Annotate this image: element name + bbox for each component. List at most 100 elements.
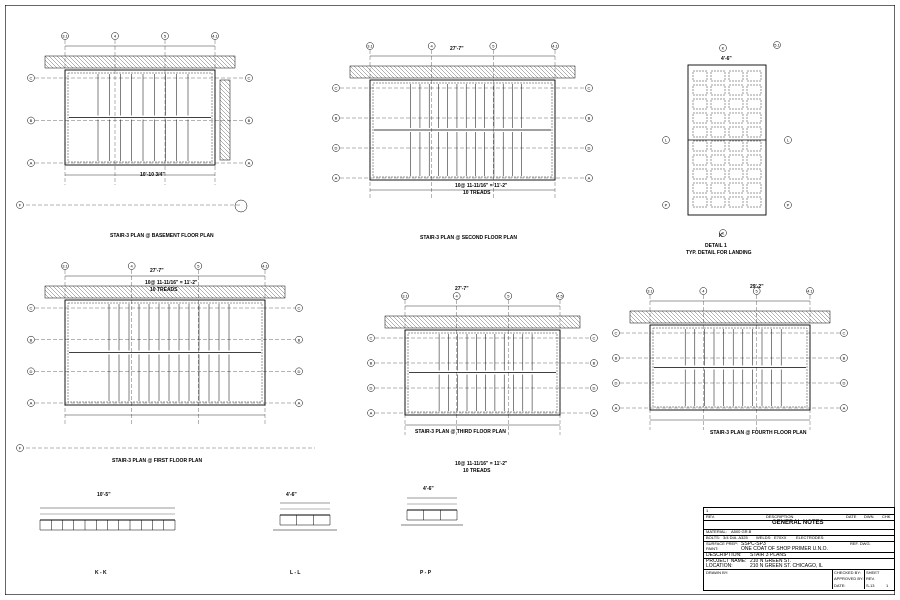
grid-bubble xyxy=(662,201,670,209)
hatch-line xyxy=(432,315,446,329)
hatch-line xyxy=(148,285,162,299)
hatch-line xyxy=(769,310,783,324)
hatch-line xyxy=(509,65,523,79)
section-dim-k: 10'-5" xyxy=(97,492,111,498)
hatch-line xyxy=(64,55,78,69)
hatch-line xyxy=(148,55,162,69)
hatch-line xyxy=(548,315,562,329)
hatch-line xyxy=(537,65,551,79)
bolts-label: BOLTS: xyxy=(706,535,720,540)
hatch-line xyxy=(152,285,166,299)
hatch-line xyxy=(689,310,703,324)
hatch-line xyxy=(168,285,182,299)
hatch-line xyxy=(220,55,234,69)
hatch-line xyxy=(204,285,218,299)
section-dim-p: 4'-6" xyxy=(423,486,434,492)
hatch-line xyxy=(729,310,743,324)
hatch-line xyxy=(52,285,66,299)
grid-bubble xyxy=(585,174,593,182)
grid-bubble xyxy=(261,262,269,270)
hatch-line xyxy=(219,103,231,115)
plan-title-basement: STAIR-3 PLAN @ BASEMENT FLOOR PLAN xyxy=(110,233,214,239)
grid-bubble xyxy=(111,32,119,40)
grid-label: C xyxy=(248,76,251,81)
hatch-line xyxy=(228,55,236,63)
grid-label: B xyxy=(298,337,301,342)
grid-bubble xyxy=(245,74,253,82)
hatch-line xyxy=(629,310,643,324)
landing-cell xyxy=(728,84,744,96)
checked-by-label: CHECKED BY: xyxy=(834,570,861,575)
hatch-line xyxy=(408,315,422,329)
hatch-line xyxy=(485,65,499,79)
hatch-line xyxy=(805,310,819,324)
overall-dim-first: 27'-7" xyxy=(150,268,164,274)
landing-cell xyxy=(710,112,726,124)
hatch-line xyxy=(140,285,154,299)
grid-label: F xyxy=(19,446,22,451)
grid-label: 3.1 xyxy=(402,294,408,299)
grid-bubble xyxy=(590,359,598,367)
hatch-line xyxy=(396,315,410,329)
grid-bubble xyxy=(646,287,654,295)
grid-bubble xyxy=(752,287,761,295)
hatch-line xyxy=(737,310,751,324)
grid-label: C xyxy=(370,336,373,341)
hatch-line xyxy=(164,285,178,299)
header-description: DESCRIPTION xyxy=(766,514,794,519)
hatch-line xyxy=(817,310,831,324)
hatch-line xyxy=(428,315,442,329)
hatch-line xyxy=(473,65,487,79)
hatch-line xyxy=(456,315,470,329)
hatch-line xyxy=(701,310,715,324)
dim-basement: 10'-10 3/4" xyxy=(140,172,165,178)
hatch-line xyxy=(56,285,70,299)
hatch-line xyxy=(373,65,387,79)
hatch-line xyxy=(172,55,186,69)
hatch-line xyxy=(404,315,418,329)
hatch-line xyxy=(192,285,206,299)
hatch-line xyxy=(160,285,174,299)
hatch-line xyxy=(219,87,231,99)
hatch-line xyxy=(725,310,739,324)
hatch-line xyxy=(48,285,62,299)
grid-label: K xyxy=(722,231,725,236)
grid-label: 4 xyxy=(114,34,117,39)
grid-label: 4 xyxy=(431,44,434,49)
hatch-line xyxy=(745,310,759,324)
hatch-line xyxy=(540,315,554,329)
landing-cell xyxy=(692,70,708,82)
hatch-line xyxy=(685,310,699,324)
grid-label: A xyxy=(370,411,373,416)
hatch-line xyxy=(412,315,426,329)
grid-label: D xyxy=(370,386,373,391)
landing-cell xyxy=(692,126,708,138)
grid-bubble xyxy=(27,304,35,312)
hatch-line xyxy=(219,151,229,161)
landing-cell xyxy=(710,70,726,82)
hatch-line xyxy=(132,55,146,69)
grid-bubble xyxy=(332,84,340,92)
hatch-line xyxy=(44,289,54,299)
grid-bubble xyxy=(127,262,136,270)
hatch-line xyxy=(637,310,651,324)
landing-cell xyxy=(746,98,762,110)
grid-bubble xyxy=(699,287,708,295)
hatch-line xyxy=(388,315,402,329)
hatch-line xyxy=(136,55,150,69)
hatch-line xyxy=(100,55,114,69)
landing-cell xyxy=(728,140,744,152)
hatch-line xyxy=(228,285,242,299)
grid-bubble xyxy=(27,116,35,125)
rev-value: 1 xyxy=(886,583,889,588)
treads-dim-third: 10@ 11-11/16" = 11'-2" xyxy=(455,461,508,467)
bolts-value: 3/4 DIA. A325 xyxy=(723,535,748,540)
hatch-line xyxy=(361,65,375,79)
hatch-line xyxy=(504,315,518,329)
grid-bubble xyxy=(585,114,593,122)
hatch-line xyxy=(825,310,831,316)
hatch-line xyxy=(156,285,170,299)
hatch-line xyxy=(417,65,431,79)
grid-bubble xyxy=(427,42,436,50)
